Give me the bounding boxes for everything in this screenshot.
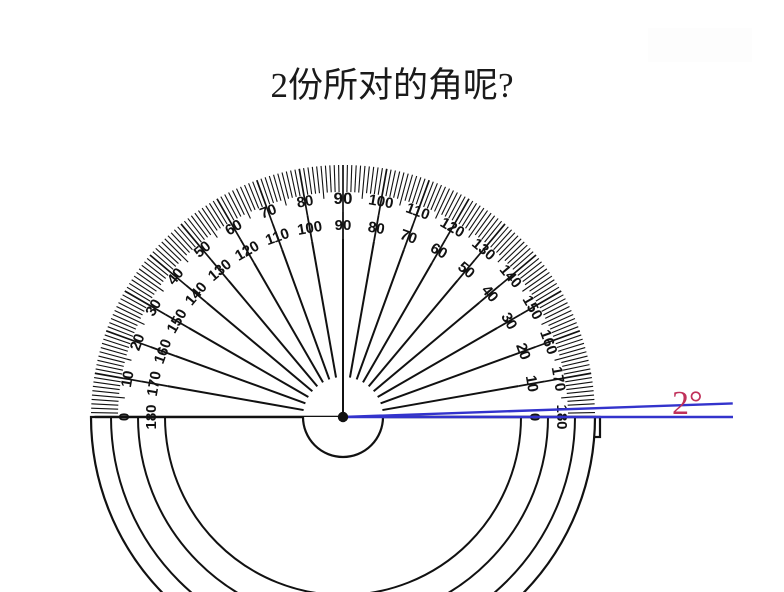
scale-label: 50 [191, 238, 215, 262]
decorative-placeholder-box [648, 28, 752, 62]
scale-label: 30 [142, 296, 165, 319]
scale-label: 40 [478, 282, 502, 306]
scale-label: 70 [258, 201, 279, 223]
scale-label: 140 [182, 279, 211, 309]
scale-label: 20 [512, 341, 534, 362]
scale-label: 10 [522, 374, 542, 393]
scale-label: 130 [205, 256, 235, 285]
scale-label: 20 [127, 332, 149, 353]
scale-label: 50 [454, 258, 478, 282]
scale-label: 30 [497, 310, 520, 333]
scale-label: 140 [496, 261, 525, 291]
angle-ray-upper [342, 402, 733, 419]
angle-rays [342, 402, 733, 419]
protractor-vertex-dot [337, 411, 349, 423]
scale-label: 60 [222, 216, 245, 239]
scale-label: 90 [335, 217, 352, 234]
scale-label: 40 [164, 265, 188, 289]
scale-label: 170 [144, 370, 165, 398]
scale-label: 160 [536, 328, 561, 357]
page-title: 2份所对的角呢? [270, 66, 514, 105]
scale-label: 10 [118, 369, 138, 388]
scale-label: 80 [367, 219, 386, 239]
protractor-tick-marks [91, 165, 595, 418]
scale-label: 0 [116, 413, 133, 421]
scale-label: 110 [403, 200, 432, 224]
scale-label: 180 [143, 404, 160, 429]
scale-label: 160 [151, 337, 176, 366]
scale-label: 150 [164, 306, 191, 336]
scale-label: 100 [296, 218, 324, 239]
scale-label: 60 [427, 240, 450, 263]
scale-label: 120 [232, 238, 262, 265]
scale-label: 170 [548, 365, 569, 393]
protractor-center-hub [301, 416, 385, 459]
scale-label: 110 [263, 225, 292, 249]
angle-value-label: 2° [672, 385, 703, 422]
scale-label: 100 [367, 191, 395, 212]
scale-label: 80 [295, 192, 314, 212]
scale-label: 70 [398, 226, 419, 248]
scale-label: 90 [334, 189, 353, 208]
scale-label: 130 [468, 235, 498, 264]
